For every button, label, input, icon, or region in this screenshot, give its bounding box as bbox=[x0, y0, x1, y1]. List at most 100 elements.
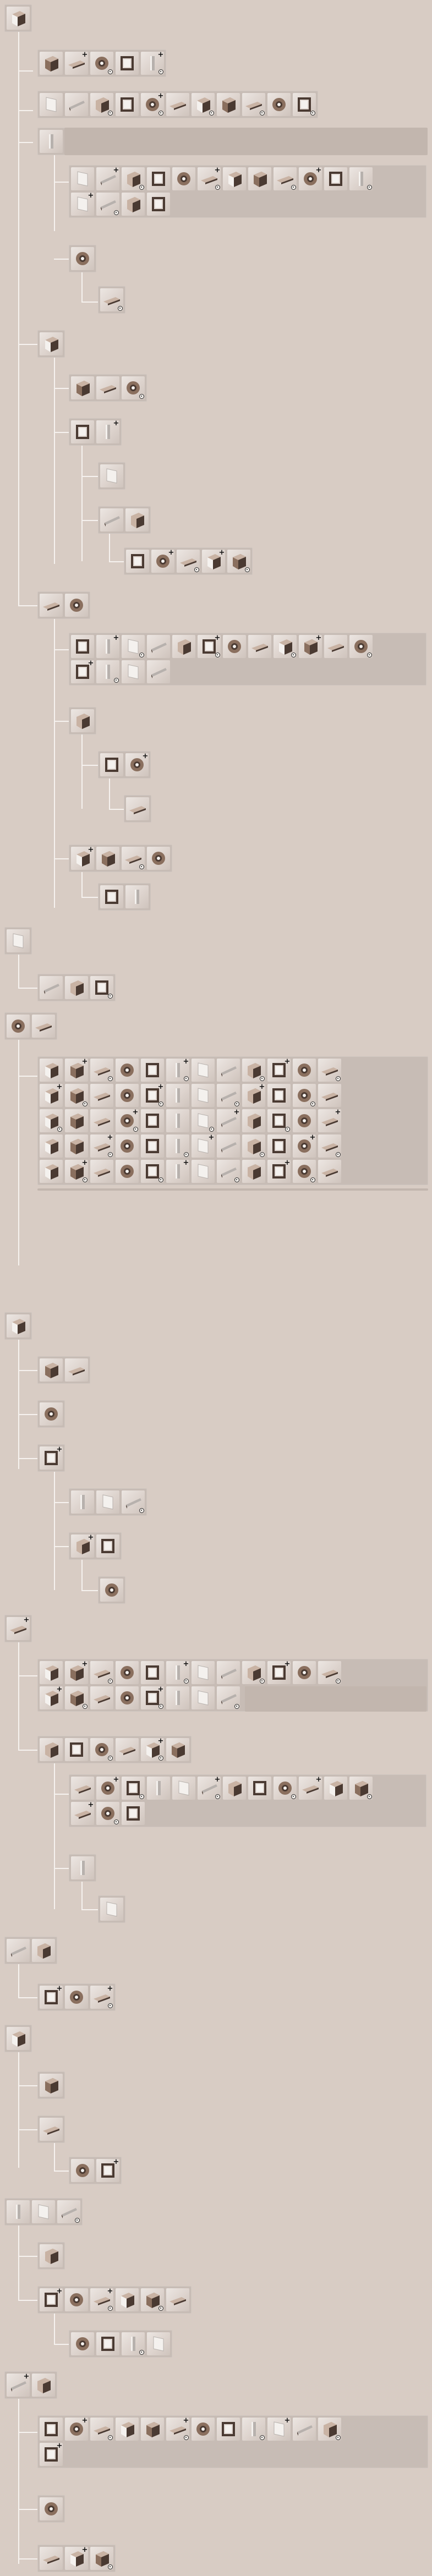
component-tile[interactable] bbox=[65, 1986, 88, 2009]
component-tile[interactable]: + bbox=[96, 1777, 119, 1800]
gear-icon[interactable] bbox=[108, 1152, 113, 1157]
component-tile[interactable] bbox=[147, 847, 170, 870]
component-tile[interactable] bbox=[40, 1109, 63, 1132]
component-tile[interactable] bbox=[166, 93, 189, 116]
component-tile[interactable]: + bbox=[141, 1686, 164, 1709]
component-tile[interactable] bbox=[293, 1059, 316, 1082]
component-tile[interactable] bbox=[192, 1160, 215, 1183]
component-tile[interactable] bbox=[122, 2332, 145, 2355]
plus-icon[interactable]: + bbox=[81, 1160, 88, 1167]
component-tile[interactable] bbox=[100, 1579, 123, 1602]
component-tile[interactable] bbox=[40, 1059, 63, 1082]
plus-icon[interactable]: + bbox=[88, 660, 94, 667]
component-tile[interactable] bbox=[116, 2288, 139, 2311]
component-tile[interactable] bbox=[40, 2074, 63, 2097]
component-tile[interactable] bbox=[122, 1777, 145, 1800]
component-tile[interactable]: + bbox=[267, 1160, 291, 1183]
component-tile[interactable] bbox=[90, 2547, 113, 2570]
component-tile[interactable] bbox=[96, 847, 119, 870]
component-tile[interactable]: + bbox=[217, 1109, 240, 1132]
component-tile[interactable] bbox=[40, 1738, 63, 1761]
plus-icon[interactable]: + bbox=[23, 1617, 30, 1624]
component-tile[interactable]: + bbox=[198, 1777, 221, 1800]
plus-icon[interactable]: + bbox=[284, 1059, 291, 1066]
component-tile[interactable]: + bbox=[318, 1109, 341, 1132]
component-tile[interactable] bbox=[122, 635, 145, 658]
component-tile[interactable]: + bbox=[90, 1986, 113, 2009]
component-tile[interactable] bbox=[100, 288, 123, 311]
gear-icon[interactable] bbox=[291, 185, 296, 190]
component-tile[interactable] bbox=[122, 167, 145, 190]
component-tile[interactable] bbox=[65, 1109, 88, 1132]
gear-icon[interactable] bbox=[158, 1101, 163, 1106]
component-tile[interactable] bbox=[116, 1059, 139, 1082]
component-tile[interactable]: + bbox=[267, 1661, 291, 1684]
component-tile[interactable] bbox=[324, 167, 347, 190]
component-tile[interactable] bbox=[223, 1777, 246, 1800]
component-tile[interactable] bbox=[223, 167, 246, 190]
component-tile[interactable] bbox=[141, 1160, 164, 1183]
component-tile[interactable] bbox=[71, 709, 94, 732]
component-tile[interactable] bbox=[116, 1160, 139, 1183]
component-tile[interactable] bbox=[125, 508, 149, 531]
plus-icon[interactable]: + bbox=[56, 2288, 63, 2295]
component-tile[interactable]: + bbox=[40, 1686, 63, 1709]
gear-icon[interactable] bbox=[108, 994, 113, 999]
component-tile[interactable] bbox=[90, 52, 113, 75]
component-tile[interactable]: + bbox=[151, 550, 174, 573]
component-tile[interactable] bbox=[349, 1777, 373, 1800]
plus-icon[interactable]: + bbox=[218, 550, 225, 557]
component-tile[interactable]: + bbox=[7, 2374, 30, 2397]
plus-icon[interactable]: + bbox=[107, 1134, 113, 1142]
plus-icon[interactable]: + bbox=[81, 52, 88, 59]
component-tile[interactable] bbox=[96, 2332, 119, 2355]
plus-icon[interactable]: + bbox=[208, 1134, 215, 1142]
component-tile[interactable] bbox=[32, 2374, 55, 2397]
component-tile[interactable]: + bbox=[141, 93, 164, 116]
gear-icon[interactable] bbox=[336, 1679, 341, 1684]
component-tile[interactable] bbox=[125, 885, 149, 908]
plus-icon[interactable]: + bbox=[309, 1134, 316, 1142]
component-tile[interactable] bbox=[349, 635, 373, 658]
plus-icon[interactable]: + bbox=[113, 2159, 119, 2166]
component-tile[interactable] bbox=[274, 167, 297, 190]
component-tile[interactable]: + bbox=[116, 1109, 139, 1132]
plus-icon[interactable]: + bbox=[113, 1777, 119, 1784]
component-tile[interactable] bbox=[248, 167, 271, 190]
gear-icon[interactable] bbox=[367, 1794, 372, 1799]
component-tile[interactable] bbox=[32, 1939, 55, 1962]
component-tile[interactable] bbox=[65, 1358, 88, 1382]
gear-icon[interactable] bbox=[194, 567, 199, 572]
component-tile[interactable] bbox=[122, 847, 145, 870]
gear-icon[interactable] bbox=[83, 1101, 88, 1106]
gear-icon[interactable] bbox=[108, 1076, 113, 1081]
component-tile[interactable] bbox=[71, 1777, 94, 1800]
component-tile[interactable]: + bbox=[40, 2443, 63, 2466]
component-tile[interactable] bbox=[141, 1059, 164, 1082]
component-tile[interactable] bbox=[116, 52, 139, 75]
component-tile[interactable] bbox=[40, 52, 63, 75]
component-tile[interactable] bbox=[166, 2288, 189, 2311]
plus-icon[interactable]: + bbox=[81, 2418, 88, 2425]
component-tile[interactable] bbox=[242, 93, 265, 116]
gear-icon[interactable] bbox=[158, 1756, 163, 1761]
component-tile[interactable] bbox=[147, 193, 170, 216]
component-tile[interactable] bbox=[274, 1777, 297, 1800]
component-tile[interactable]: + bbox=[65, 52, 88, 75]
component-tile[interactable] bbox=[40, 1661, 63, 1684]
gear-icon[interactable] bbox=[310, 1177, 315, 1182]
gear-icon[interactable] bbox=[209, 1127, 214, 1132]
component-tile[interactable] bbox=[65, 1084, 88, 1107]
component-tile[interactable]: + bbox=[299, 635, 322, 658]
plus-icon[interactable]: + bbox=[113, 635, 119, 642]
component-tile[interactable] bbox=[147, 167, 170, 190]
gear-icon[interactable] bbox=[291, 653, 296, 657]
gear-icon[interactable] bbox=[158, 69, 163, 74]
component-tile[interactable] bbox=[71, 247, 94, 270]
gear-icon[interactable] bbox=[291, 1794, 296, 1799]
gear-icon[interactable] bbox=[75, 2218, 80, 2223]
plus-icon[interactable]: + bbox=[315, 1777, 322, 1784]
component-tile[interactable]: + bbox=[125, 753, 149, 776]
component-tile[interactable]: + bbox=[242, 1084, 265, 1107]
gear-icon[interactable] bbox=[108, 69, 113, 74]
